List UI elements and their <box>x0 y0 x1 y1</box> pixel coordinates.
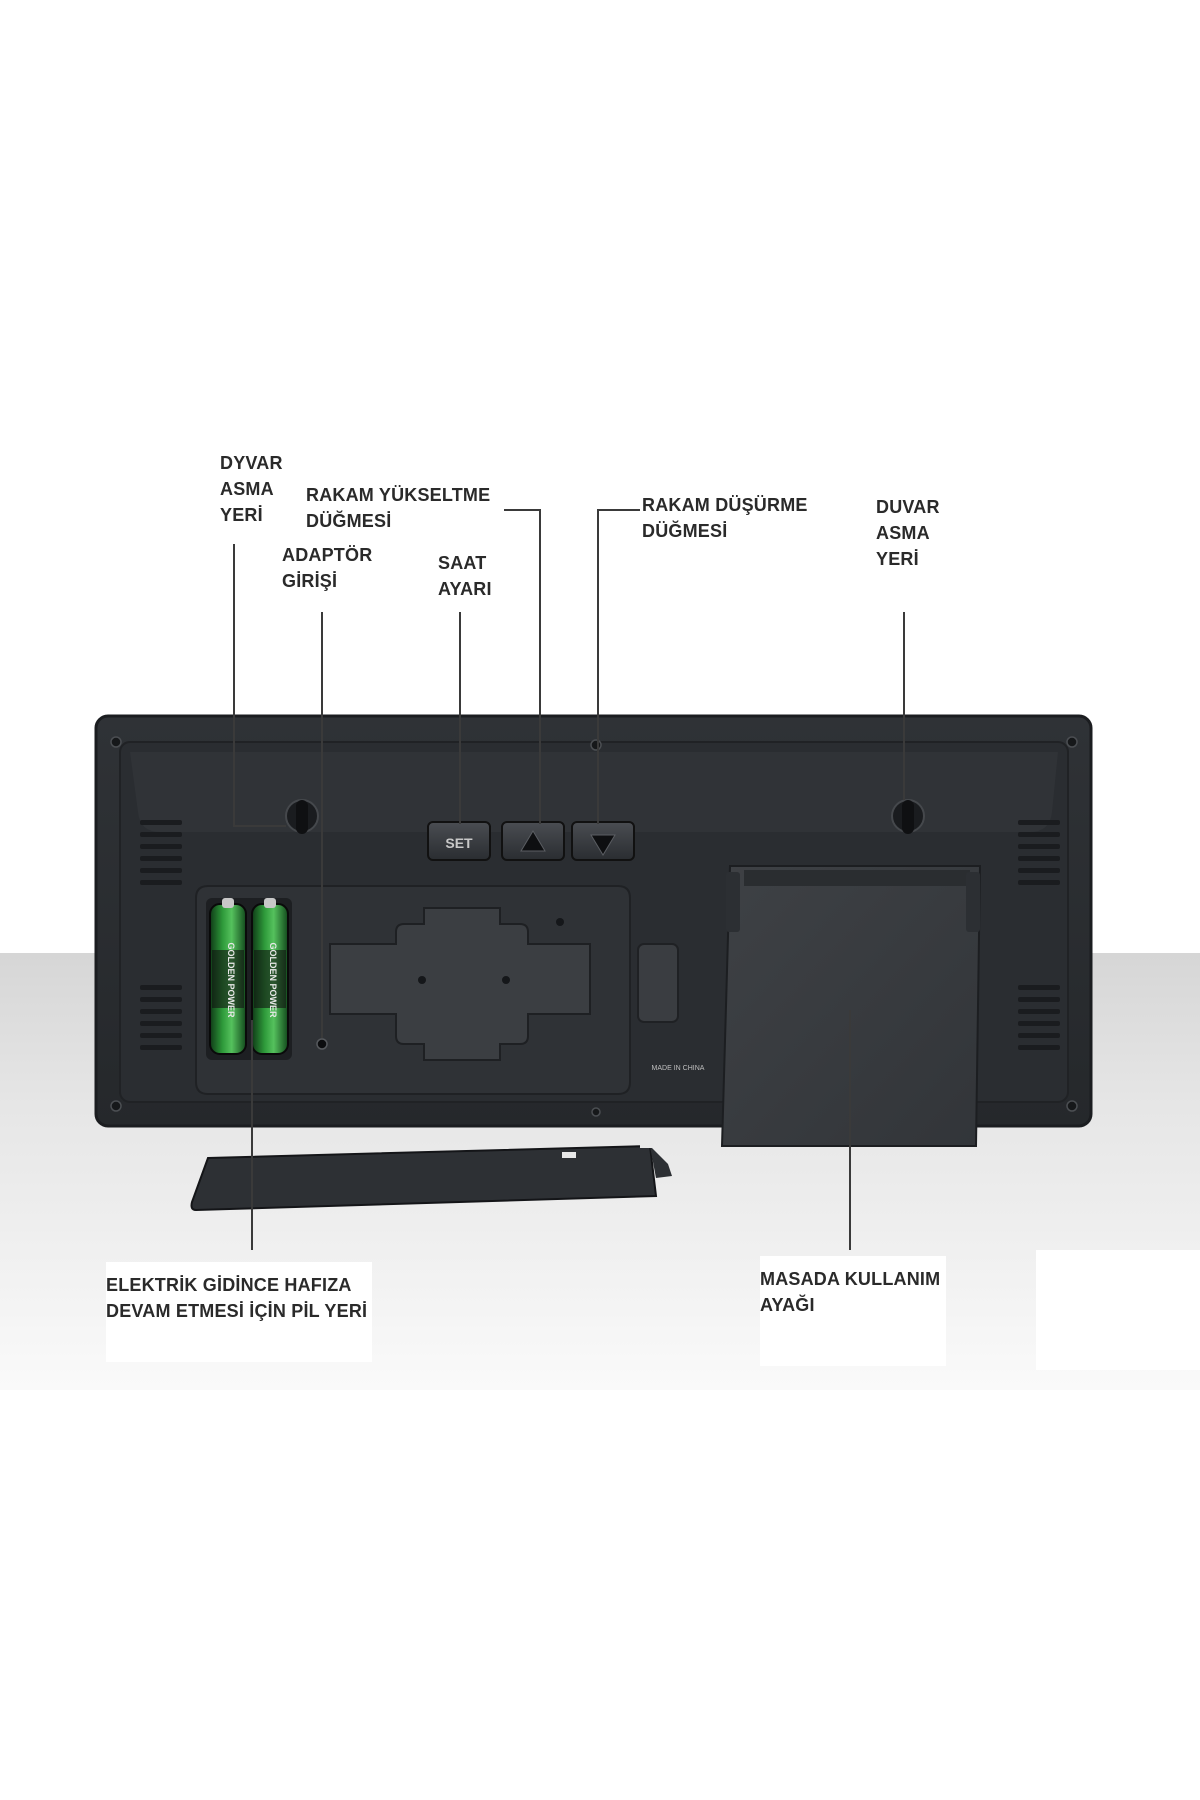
label-line: DUVAR <box>876 497 940 517</box>
leader-lines <box>233 509 905 1250</box>
vent-right <box>1018 820 1060 1050</box>
screw-icon <box>110 736 1078 1117</box>
made-in-label: MADE IN CHINA <box>652 1065 705 1072</box>
label-line: ASMA <box>876 523 930 543</box>
label-line: ADAPTÖR <box>282 545 373 565</box>
battery-brand-label: GOLDEN POWER <box>226 942 236 1018</box>
label-box-stand: MASADA KULLANIM AYAĞI <box>760 1256 946 1366</box>
mount-plate <box>329 907 591 1061</box>
leader-wall-left <box>233 544 286 827</box>
set-button-label: SET <box>445 835 473 851</box>
desk-stand <box>720 865 982 1147</box>
label-desk-stand: MASADA KULLANIM AYAĞI <box>760 1266 940 1318</box>
battery-pair: GOLDEN POWER GOLDEN POWER <box>206 898 292 1060</box>
label-line: YERİ <box>220 505 263 525</box>
label-line: DYVAR <box>220 453 283 473</box>
label-line: AYARI <box>438 579 492 599</box>
label-line: DÜĞMESİ <box>642 521 728 541</box>
battery-brand-label: GOLDEN POWER <box>268 942 278 1018</box>
label-line: ASMA <box>220 479 274 499</box>
set-button: SET <box>427 821 491 861</box>
label-line: MASADA KULLANIM <box>760 1269 941 1289</box>
label-line: RAKAM DÜŞÜRME <box>642 495 808 515</box>
label-lower-button: RAKAM DÜŞÜRME DÜĞMESİ <box>642 492 808 544</box>
wall-hanger-hole-right <box>891 799 925 834</box>
label-wall-hanger-left: DYVAR ASMA YERİ <box>220 450 283 528</box>
leader-lower <box>597 509 640 824</box>
white-patch <box>1036 1250 1200 1370</box>
vent-left <box>140 820 182 1050</box>
label-wall-hanger-right: DUVAR ASMA YERİ <box>876 494 940 572</box>
label-line: RAKAM YÜKSELTME <box>306 485 491 505</box>
label-line: ELEKTRİK GİDİNCE HAFIZA <box>106 1275 352 1295</box>
label-box-battery: ELEKTRİK GİDİNCE HAFIZA DEVAM ETMESİ İÇİ… <box>106 1262 372 1362</box>
down-button <box>571 821 635 861</box>
label-line: SAAT <box>438 553 487 573</box>
wall-hanger-hole-left <box>285 799 319 834</box>
label-battery-slot: ELEKTRİK GİDİNCE HAFIZA DEVAM ETMESİ İÇİ… <box>106 1272 367 1324</box>
adapter-jack <box>316 1038 328 1050</box>
leader-raise <box>504 509 541 824</box>
label-adapter-input: ADAPTÖR GİRİŞİ <box>282 542 372 594</box>
battery-cover <box>190 1140 672 1212</box>
label-time-set: SAAT AYARI <box>438 550 492 602</box>
up-button <box>501 821 565 861</box>
label-line: DEVAM ETMESİ İÇİN PİL YERİ <box>106 1301 368 1321</box>
label-raise-button: RAKAM YÜKSELTME DÜĞMESİ <box>306 482 490 534</box>
label-line: AYAĞI <box>760 1295 815 1315</box>
label-line: GİRİŞİ <box>282 571 338 591</box>
label-line: YERİ <box>876 549 919 569</box>
label-line: DÜĞMESİ <box>306 511 392 531</box>
